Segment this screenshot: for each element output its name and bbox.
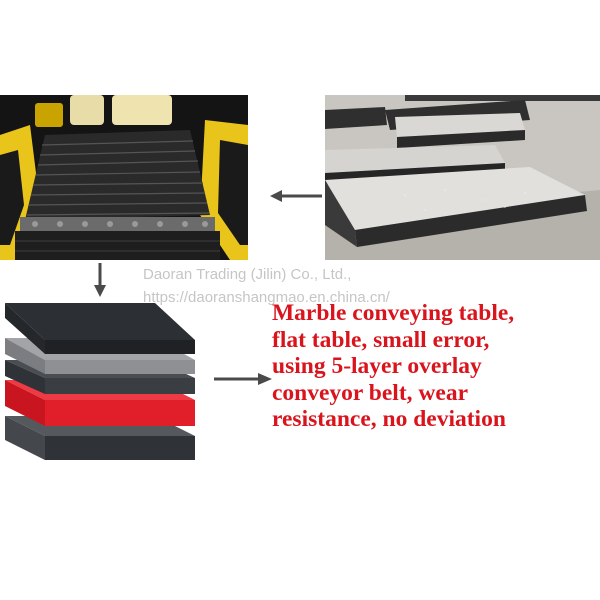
- watermark-url: https://daoranshangmao.en.china.cn/: [143, 289, 390, 306]
- caption-line: conveyor belt, wear: [272, 379, 468, 406]
- caption-line: using 5-layer overlay: [272, 353, 482, 379]
- belt-layer-1: [5, 303, 195, 354]
- conveyor-machine-photo: [0, 95, 248, 260]
- caption-line: resistance, no deviation: [272, 406, 506, 432]
- arrow-right-icon: [214, 373, 272, 385]
- caption-line: flat table, small error,: [272, 326, 490, 353]
- caption: Marble conveying table, flat table, smal…: [272, 300, 600, 433]
- five-layer-belt-illustration: [0, 298, 210, 468]
- arrow-down-icon: [94, 263, 106, 297]
- arrow-left-icon: [270, 190, 322, 202]
- watermark-company: Daoran Trading (Jilin) Co., Ltd.,: [143, 266, 352, 283]
- marble-slabs-photo: [325, 95, 600, 260]
- caption-line: Marble conveying table,: [272, 300, 515, 326]
